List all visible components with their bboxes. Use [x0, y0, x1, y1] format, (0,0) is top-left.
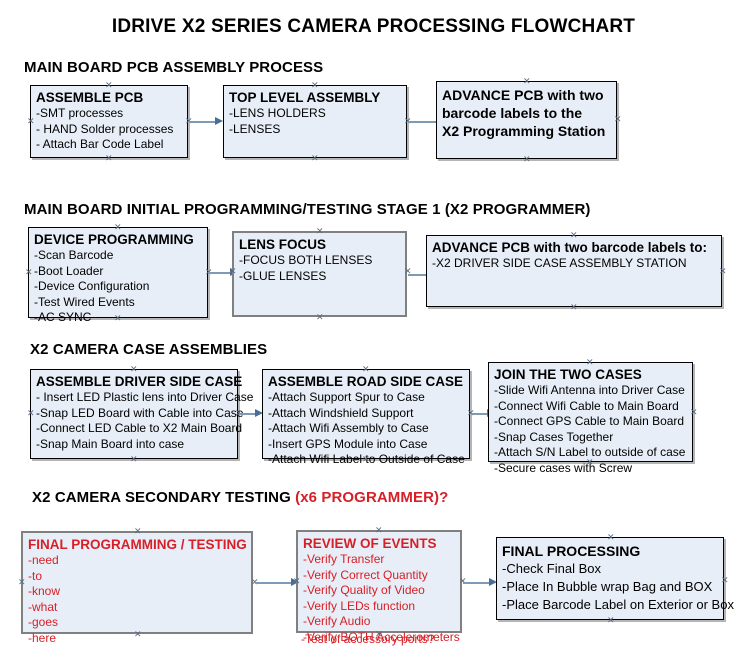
node-line: -Verify Audio: [303, 614, 371, 628]
node-line: -Boot Loader: [34, 263, 104, 278]
arrow-review-to-final-processing: [463, 578, 497, 587]
section-heading-text: MAIN BOARD INITIAL PROGRAMMING/TESTING S…: [24, 201, 591, 218]
node-top-level-assembly[interactable]: TOP LEVEL ASSEMBLY -LENS HOLDERS -LENSES: [223, 85, 407, 158]
node-lens-focus[interactable]: LENS FOCUS -FOCUS BOTH LENSES -GLUE LENS…: [232, 231, 407, 317]
node-title: DEVICE PROGRAMMING: [34, 232, 194, 247]
node-line: -Verify LEDs function: [303, 598, 416, 613]
node-line: barcode labels to the: [442, 105, 583, 121]
node-final-programming-testing[interactable]: FINAL PROGRAMMING / TESTING -need -to -k…: [21, 531, 253, 645]
node-title: REVIEW OF EVENTS: [303, 536, 437, 551]
page-title: IDRIVE X2 SERIES CAMERA PROCESSING FLOWC…: [111, 16, 636, 37]
node-line: -need: [28, 553, 59, 567]
node-line: X2 Programming Station: [442, 123, 606, 139]
node-line: -X2 DRIVER SIDE CASE ASSEMBLY STATION: [432, 256, 687, 270]
section-heading-text: MAIN BOARD PCB ASSEMBLY PROCESS: [24, 59, 324, 76]
node-title: LENS FOCUS: [239, 237, 327, 252]
arrow-shaft: [471, 413, 488, 415]
node-line: -LENSES: [229, 121, 281, 136]
node-line: - Insert LED Plastic lens into Driver Ca…: [36, 390, 254, 404]
node-line: -Secure cases with Screw: [494, 460, 633, 475]
node-title: TOP LEVEL ASSEMBLY: [229, 90, 381, 105]
node-line: - Attach Bar Code Label: [36, 137, 164, 151]
node-line: -SMT processes: [36, 106, 124, 120]
node-line: -Slide Wifi Antenna into Driver Case: [494, 383, 685, 397]
section-heading-text: X2 CAMERA CASE ASSEMBLIES: [30, 341, 268, 358]
node-line: -Place In Bubble wrap Bag and BOX: [502, 579, 713, 594]
arrow-shaft: [463, 582, 490, 584]
node-line: -Snap Main Board into case: [36, 436, 185, 451]
node-overflow-line-review-of-events: -Test of accessory ports?: [301, 632, 435, 646]
section-heading-initial-programming: MAIN BOARD INITIAL PROGRAMMING/TESTING S…: [24, 201, 591, 218]
section-heading-secondary-testing: X2 CAMERA SECONDARY TESTING (x6 PROGRAMM…: [32, 489, 448, 506]
node-review-of-events[interactable]: REVIEW OF EVENTS -Verify Transfer -Verif…: [296, 530, 462, 644]
node-line: -Connect Wifi Cable to Main Board: [494, 398, 679, 413]
arrow-shaft: [408, 121, 439, 123]
node-line: -Device Configuration: [34, 279, 150, 293]
arrow-assemble-pcb-to-top-level: [189, 117, 223, 126]
node-line: -Attach Windshield Support: [268, 405, 414, 420]
node-line: -Connect LED Cable to X2 Main Board: [36, 421, 243, 435]
node-title: JOIN THE TWO CASES: [494, 367, 642, 382]
node-line: -Snap LED Board with Cable into Case: [36, 405, 244, 420]
node-line: -Connect GPS Cable to Main Board: [494, 414, 685, 428]
node-line: -Attach Support Spur to Case: [268, 390, 425, 404]
node-line: -here: [28, 630, 57, 645]
node-line: -to: [28, 568, 43, 583]
node-line: -Test Wired Events: [34, 294, 135, 309]
node-line: -Verify Quality of Video: [303, 583, 425, 597]
node-device-programming[interactable]: DEVICE PROGRAMMING -Scan Barcode -Boot L…: [28, 227, 208, 324]
node-line: -AC SYNC: [34, 310, 92, 324]
section-heading-pcb-assembly: MAIN BOARD PCB ASSEMBLY PROCESS: [24, 59, 323, 76]
node-line: -Check Final Box: [502, 561, 601, 576]
node-line: -know: [28, 584, 61, 598]
node-final-processing[interactable]: FINAL PROCESSING -Check Final Box -Place…: [496, 537, 734, 620]
node-title: ASSEMBLE PCB: [36, 90, 144, 105]
node-line: -Verify Transfer: [303, 552, 385, 566]
node-line: -GLUE LENSES: [239, 268, 327, 283]
node-line: -Scan Barcode: [34, 248, 114, 262]
section-heading-accent: (x6 PROGRAMMER)?: [295, 489, 449, 506]
node-line: -Attach Wifi Label to Outside of Case: [268, 452, 465, 466]
arrow-shaft: [208, 272, 231, 274]
node-title: FINAL PROGRAMMING / TESTING: [28, 537, 247, 552]
node-title: ASSEMBLE ROAD SIDE CASE: [268, 374, 464, 389]
node-title: ASSEMBLE DRIVER SIDE CASE: [36, 374, 243, 389]
node-line: -what: [28, 599, 58, 614]
node-line: -Place Barcode Label on Exterior or Box: [502, 597, 734, 612]
node-line: -Attach Wifi Assembly to Case: [268, 421, 429, 435]
node-join-the-two-cases[interactable]: JOIN THE TWO CASES -Slide Wifi Antenna i…: [488, 362, 693, 475]
node-line: -LENS HOLDERS: [229, 106, 326, 120]
arrow-head: [215, 117, 223, 125]
node-line: - HAND Solder processes: [36, 121, 174, 136]
node-line: -Verify BOTH Accelerometers: [303, 629, 460, 644]
arrow-final-programming-to-review: [255, 578, 299, 587]
arrow-shaft: [255, 582, 292, 584]
node-assemble-driver-side-case[interactable]: ASSEMBLE DRIVER SIDE CASE - Insert LED P…: [30, 369, 254, 459]
node-line: -goes: [28, 615, 59, 629]
node-line: -Snap Cases Together: [494, 429, 614, 444]
node-line: -Insert GPS Module into Case: [268, 436, 428, 451]
node-title: ADVANCE PCB with two barcode labels to:: [432, 240, 708, 255]
node-title: FINAL PROCESSING: [502, 543, 641, 559]
section-heading-text: X2 CAMERA SECONDARY TESTING: [32, 489, 296, 506]
node-title: ADVANCE PCB with two: [442, 87, 604, 103]
node-advance-pcb-driver-side[interactable]: ADVANCE PCB with two barcode labels to: …: [426, 235, 722, 307]
node-assemble-pcb[interactable]: ASSEMBLE PCB -SMT processes - HAND Solde…: [30, 85, 188, 158]
node-line: -Attach S/N Label to outside of case: [494, 445, 686, 459]
node-line: -FOCUS BOTH LENSES: [239, 253, 373, 267]
node-advance-pcb-programming[interactable]: ADVANCE PCB with two barcode labels to t…: [436, 81, 617, 159]
section-heading-case-assemblies: X2 CAMERA CASE ASSEMBLIES: [30, 341, 267, 358]
node-line: -Verify Correct Quantity: [303, 567, 428, 582]
arrow-shaft: [189, 121, 216, 123]
node-assemble-road-side-case[interactable]: ASSEMBLE ROAD SIDE CASE -Attach Support …: [262, 369, 470, 466]
